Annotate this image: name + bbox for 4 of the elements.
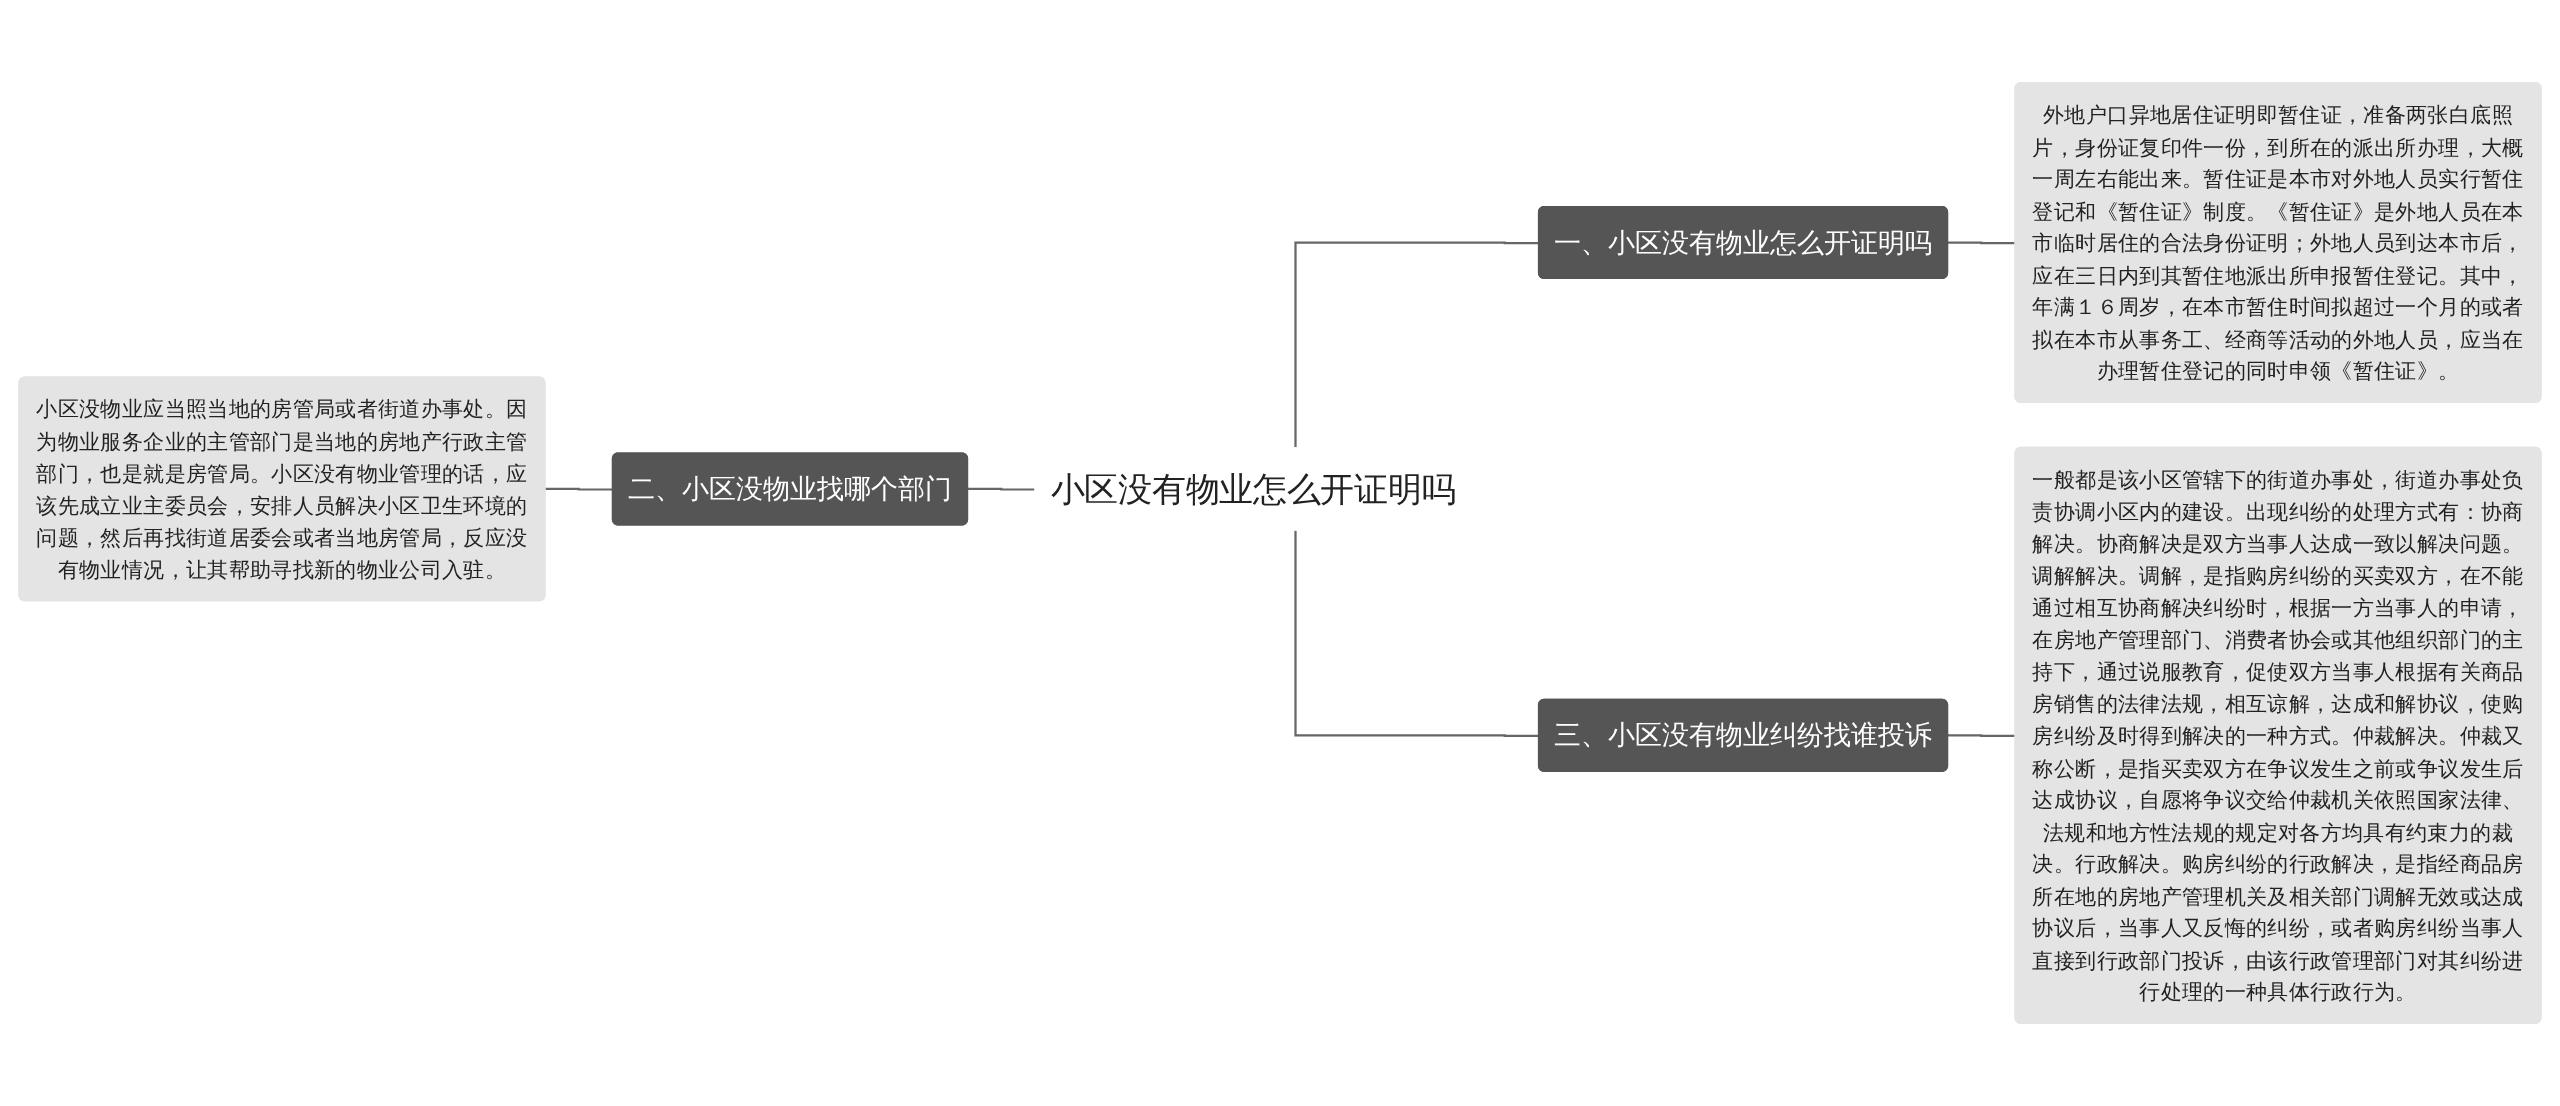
connector [544,487,613,491]
connector [1947,734,2016,738]
node-text: 小区没有物业怎么开证明吗 [1050,469,1456,509]
connector [1947,241,2016,245]
